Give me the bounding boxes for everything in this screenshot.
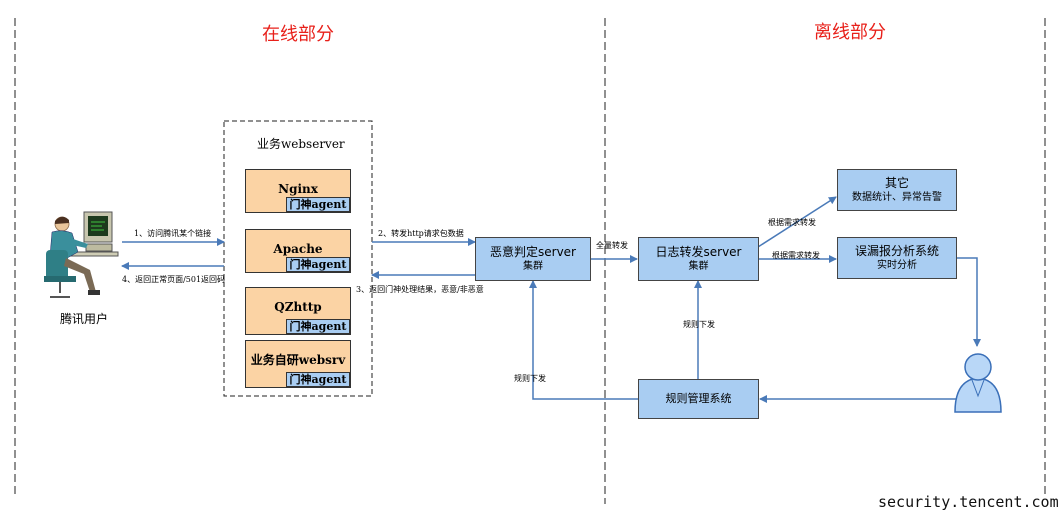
user-computer-icon (44, 211, 119, 298)
arrow-log-to-other (757, 196, 837, 248)
server-apache: Apache 门神agent (245, 229, 351, 273)
label-return-page: 4、返回正常页面/501返回码 (122, 275, 226, 284)
webserver-group-title: 业务webserver (257, 137, 345, 151)
server-custom-websrv-agent: 门神agent (286, 372, 350, 387)
server-custom-websrv: 业务自研websrv 门神agent (245, 340, 351, 388)
log-forwarding-server: 日志转发server 集群 (638, 237, 759, 281)
label-access-link: 1、访问腾讯某个链接 (134, 229, 212, 238)
false-positive-analysis-box: 误漏报分析系统 实时分析 (837, 237, 957, 279)
server-apache-label: Apache (273, 242, 323, 256)
malicious-judgment-server: 恶意判定server 集群 (475, 237, 591, 281)
server-qzhttp: QZhttp 门神agent (245, 287, 351, 335)
server-nginx: Nginx 门神agent (245, 169, 351, 213)
arrow-rules-to-malicious (529, 280, 638, 400)
malicious-server-sub: 集群 (523, 261, 543, 273)
other-box-sub: 数据统计、异常告警 (852, 192, 942, 204)
online-section-title: 在线部分 (262, 24, 334, 45)
user-label: 腾讯用户 (60, 312, 109, 326)
fp-box-sub: 实时分析 (877, 260, 917, 272)
label-rule-issue-1: 规则下发 (683, 320, 715, 329)
server-nginx-agent: 门神agent (286, 197, 350, 212)
rule-management-system: 规则管理系统 (638, 379, 759, 419)
other-box-title: 其它 (884, 175, 909, 190)
fp-box-title: 误漏报分析系统 (854, 243, 939, 258)
label-rule-issue-2: 规则下发 (514, 374, 546, 383)
log-server-sub: 集群 (688, 261, 709, 273)
server-qzhttp-agent: 门神agent (286, 319, 350, 334)
watermark: security.tencent.com (878, 493, 1058, 511)
label-demand-forward-2: 根据需求转发 (772, 251, 820, 260)
analyst-person-icon (954, 353, 1002, 413)
other-box: 其它 数据统计、异常告警 (837, 169, 957, 211)
server-qzhttp-label: QZhttp (274, 300, 322, 314)
label-return-result: 3、返回门神处理结果，恶意/非恶意 (356, 285, 484, 294)
log-server-title: 日志转发server (655, 244, 742, 259)
label-full-forward: 全量转发 (596, 241, 628, 250)
arrow-fp-to-analyst (957, 257, 981, 347)
server-custom-websrv-label: 业务自研websrv (250, 353, 346, 367)
offline-section-title: 离线部分 (814, 22, 886, 43)
server-nginx-label: Nginx (278, 182, 318, 196)
webserver-group-border (223, 120, 373, 397)
rules-box-title: 规则管理系统 (665, 391, 732, 405)
malicious-server-title: 恶意判定server (490, 244, 576, 259)
server-apache-agent: 门神agent (286, 257, 350, 272)
label-demand-forward-1: 根据需求转发 (768, 218, 816, 227)
label-forward-http: 2、转发http请求包数据 (378, 229, 464, 238)
